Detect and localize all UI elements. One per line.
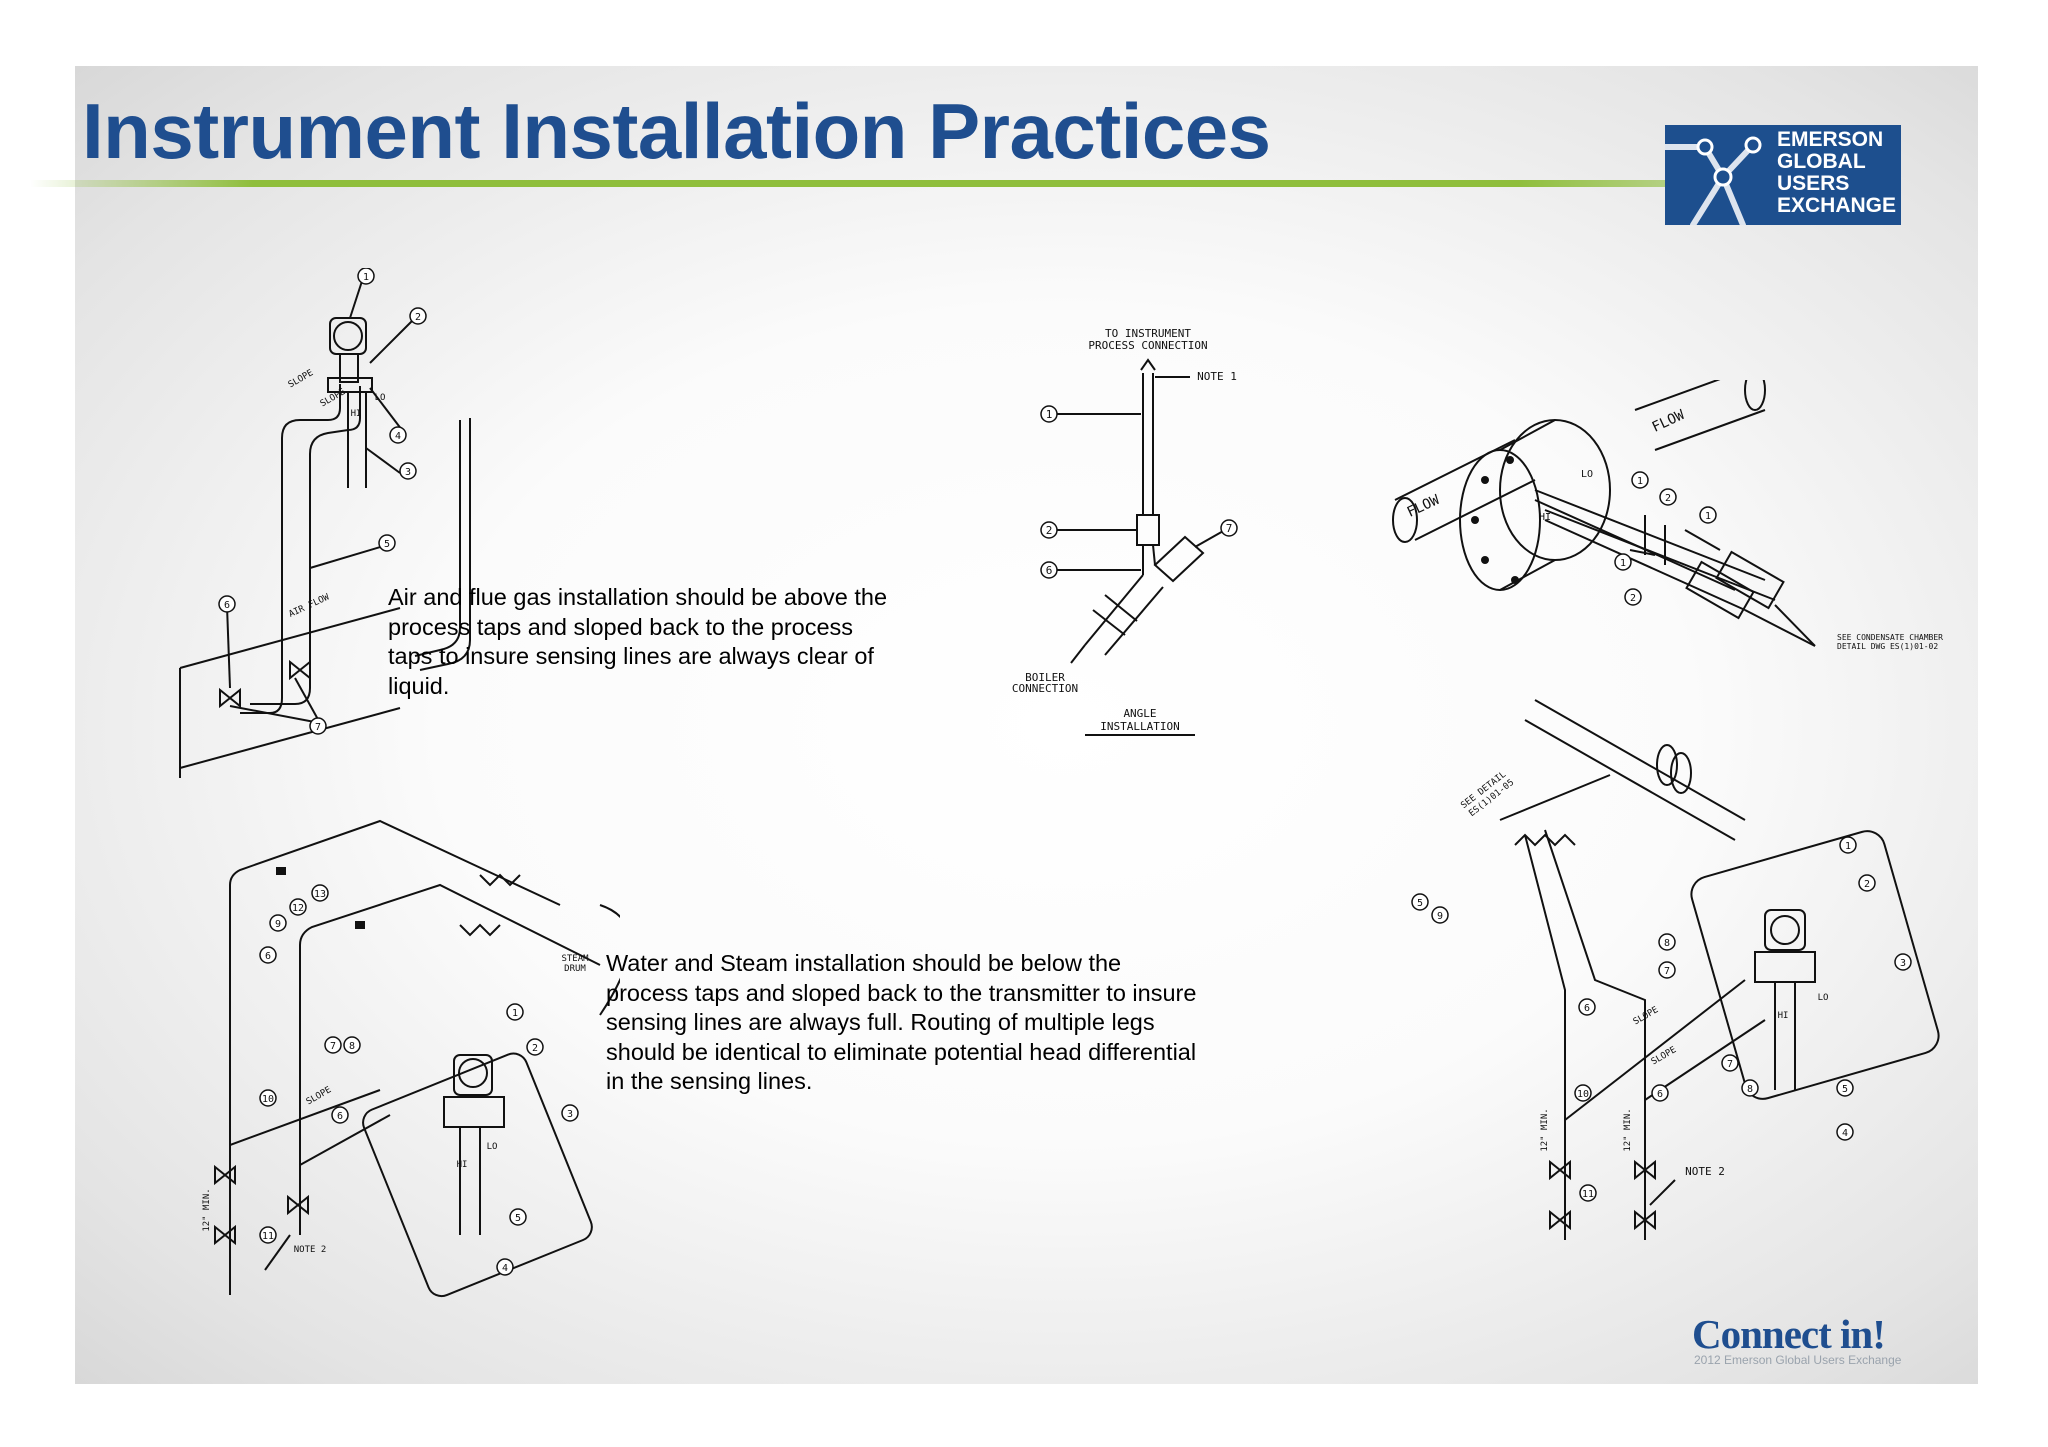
- callout-8: 8: [349, 1041, 355, 1052]
- min-label-1: 12" MIN.: [1540, 1108, 1550, 1151]
- callout-2: 2: [1665, 493, 1671, 504]
- callout-2: 2: [532, 1043, 538, 1054]
- callout-9: 9: [275, 919, 281, 930]
- callout-7: 7: [315, 722, 321, 733]
- callout-9: 9: [1437, 911, 1443, 922]
- callout-6: 6: [1584, 1003, 1590, 1014]
- angle-label: ANGLE: [1123, 707, 1156, 720]
- connect-in-logo: Connect in! 2012 Emerson Global Users Ex…: [1692, 1310, 1952, 1370]
- callout-6: 6: [224, 600, 230, 611]
- flange-tap-diagram: 1 2 1 1 2 FLOW FLOW LO HI SEE CONDENSATE…: [1392, 380, 1943, 651]
- slope-label-1: SLOPE: [287, 368, 315, 390]
- in-word: in!: [1840, 1311, 1886, 1357]
- logo-text-line-4: EXCHANGE: [1777, 194, 1897, 217]
- callout-7b: 7: [1727, 1059, 1733, 1070]
- to-instrument-label: TO INSTRUMENT: [1105, 327, 1191, 340]
- drum-label: DRUM: [564, 964, 586, 974]
- callout-2: 2: [415, 312, 421, 323]
- note-2-label: NOTE 2: [1685, 1165, 1725, 1178]
- callout-12: 12: [292, 903, 304, 914]
- callout-1b: 1: [1705, 511, 1711, 522]
- flow-label-1: FLOW: [1405, 492, 1443, 521]
- logo-text-line-1: EMERSON: [1777, 128, 1884, 151]
- callout-8: 8: [1664, 938, 1670, 949]
- callout-10: 10: [1577, 1089, 1589, 1100]
- slope-label-2: SLOPE: [319, 387, 347, 409]
- min-label: 12" MIN.: [202, 1188, 212, 1231]
- connect-in-wordmark: Connect in!: [1692, 1310, 1886, 1358]
- slope-label: SLOPE: [305, 1085, 333, 1107]
- slope-label-2: SLOPE: [1650, 1045, 1678, 1067]
- logo-network-icon: [1665, 136, 1762, 225]
- callout-2b: 2: [1630, 593, 1636, 604]
- page-title: Instrument Installation Practices: [82, 87, 1271, 175]
- slide-background: [75, 66, 1978, 1384]
- boiler-label: BOILER: [1025, 671, 1065, 684]
- callout-3: 3: [567, 1109, 573, 1120]
- callout-6: 6: [265, 951, 271, 962]
- connect-in-subtitle: 2012 Emerson Global Users Exchange: [1694, 1353, 1902, 1367]
- logo-text-line-3: USERS: [1777, 172, 1850, 195]
- callout-5: 5: [515, 1213, 521, 1224]
- steam-transmitter-diagram: 5 9 1 2 8 7 3 6 10 6 7 8 5 4 11 SEE DETA…: [1411, 699, 1940, 1240]
- lo-label: LO: [487, 1142, 498, 1152]
- process-connection-label: PROCESS CONNECTION: [1088, 339, 1207, 352]
- note-1-label: NOTE 1: [1197, 370, 1237, 383]
- air-flue-caption: Air and flue gas installation should be …: [388, 584, 888, 699]
- callout-11: 11: [262, 1231, 274, 1242]
- callout-7: 7: [1226, 522, 1233, 535]
- lo-label: LO: [1818, 993, 1829, 1003]
- callout-1: 1: [1845, 841, 1851, 852]
- hi-label: HI: [1778, 1011, 1789, 1021]
- hi-label: HI: [351, 409, 362, 419]
- callout-1: 1: [363, 272, 369, 283]
- water-steam-caption: Water and Steam installation should be b…: [606, 950, 1197, 1094]
- note-2-label: NOTE 2: [294, 1245, 327, 1255]
- callout-4: 4: [1842, 1128, 1848, 1139]
- callout-4: 4: [502, 1263, 508, 1274]
- callout-6b: 6: [1657, 1089, 1663, 1100]
- emerson-logo: EMERSON GLOBAL USERS EXCHANGE: [1665, 125, 1901, 225]
- callout-1c: 1: [1620, 558, 1626, 569]
- callout-5: 5: [384, 539, 390, 550]
- angle-installation-diagram: 1 2 6 7 TO INSTRUMENT PROCESS CONNECTION…: [1012, 327, 1238, 736]
- see-condensate-label: SEE CONDENSATE CHAMBER: [1837, 633, 1943, 642]
- angle-installation-label: INSTALLATION: [1100, 720, 1179, 733]
- callout-2: 2: [1046, 524, 1053, 537]
- lo-label: LO: [375, 393, 386, 403]
- steam-drum-diagram: 13 12 9 6 1 2 3 7 8 10 6 5 11 4 STEAM DR…: [202, 819, 620, 1298]
- callout-5: 5: [1417, 898, 1423, 909]
- callout-2: 2: [1864, 879, 1870, 890]
- callout-4: 4: [395, 431, 401, 442]
- min-label-2: 12" MIN.: [1623, 1108, 1633, 1151]
- callout-6b: 6: [337, 1111, 343, 1122]
- callout-7: 7: [1664, 966, 1670, 977]
- callout-7: 7: [330, 1041, 336, 1052]
- callout-1: 1: [512, 1008, 518, 1019]
- lo-label: LO: [1581, 469, 1593, 480]
- steam-label: STEAM: [561, 954, 589, 964]
- callout-1: 1: [1637, 476, 1643, 487]
- callout-3: 3: [405, 467, 411, 478]
- callout-1: 1: [1046, 408, 1053, 421]
- hi-label: HI: [457, 1160, 468, 1170]
- see-detail-dwg-label: DETAIL DWG ES(1)01-02: [1837, 642, 1938, 651]
- callout-3: 3: [1900, 958, 1906, 969]
- air-flue-gas-diagram: 1 2 3 4 5 6 7 LO HI SLOPE SLOPE AIR FLOW: [179, 268, 471, 778]
- callout-6: 6: [1046, 564, 1053, 577]
- flow-label-2: FLOW: [1650, 407, 1688, 436]
- hi-label: HI: [1539, 512, 1551, 523]
- callout-8b: 8: [1747, 1084, 1753, 1095]
- logo-text-line-2: GLOBAL: [1777, 150, 1866, 173]
- callout-5b: 5: [1842, 1084, 1848, 1095]
- title-divider: [30, 180, 1890, 187]
- boiler-connection-label: CONNECTION: [1012, 682, 1078, 695]
- callout-13: 13: [314, 889, 326, 900]
- callout-10: 10: [262, 1094, 274, 1105]
- connect-word: Connect: [1692, 1311, 1832, 1357]
- callout-11: 11: [1582, 1189, 1594, 1200]
